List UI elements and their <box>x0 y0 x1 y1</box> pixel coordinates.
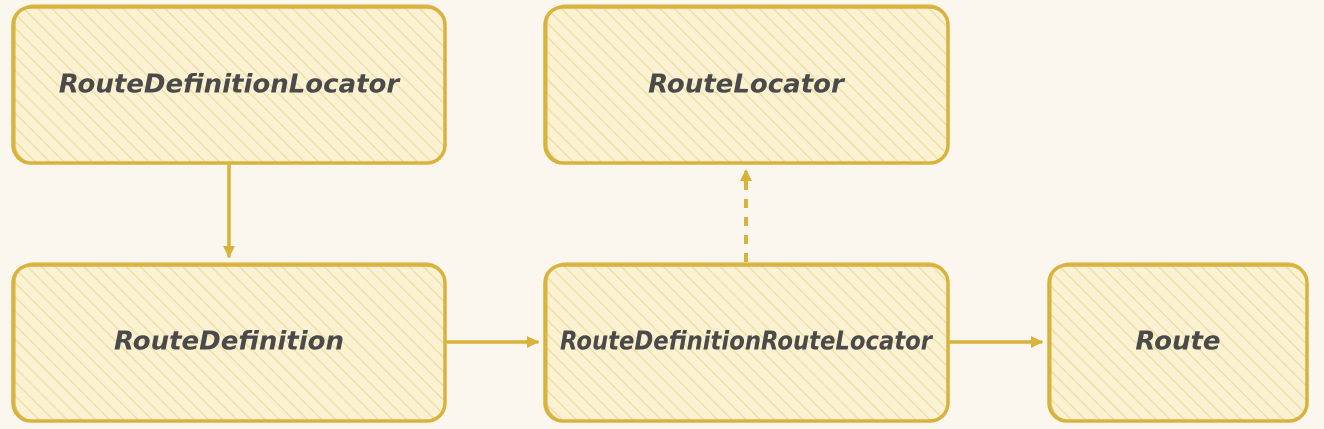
node-route-definition-route-locator: RouteDefinitionRouteLocator <box>543 262 950 423</box>
node-label-route-locator: RouteLocator <box>648 70 846 100</box>
edges <box>223 164 1043 348</box>
node-route: Route <box>1047 262 1309 423</box>
node-label-route-definition-route-locator: RouteDefinitionRouteLocator <box>560 327 934 357</box>
node-route-definition: RouteDefinition <box>11 262 447 423</box>
node-route-locator: RouteLocator <box>543 4 950 165</box>
node-label-route-definition-locator: RouteDefinitionLocator <box>59 70 402 100</box>
node-route-definition-locator: RouteDefinitionLocator <box>11 4 447 165</box>
node-label-route-definition: RouteDefinition <box>114 327 344 357</box>
node-label-route: Route <box>1135 327 1220 357</box>
